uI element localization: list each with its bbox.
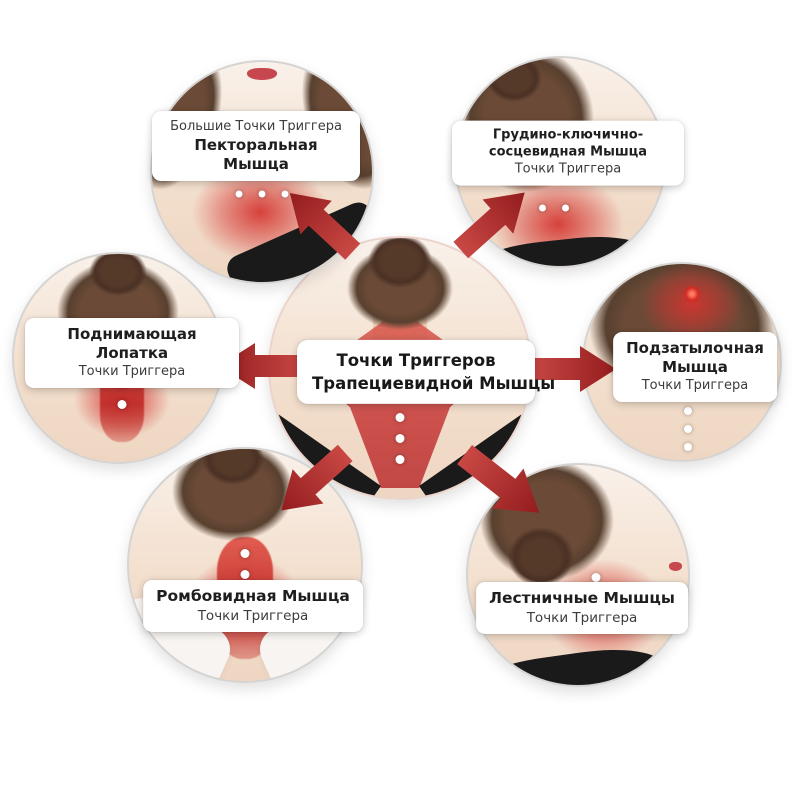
trigger-point-dots xyxy=(228,190,297,198)
hair-bun-shape xyxy=(89,254,147,296)
hair-bun-shape xyxy=(368,238,432,288)
scalene-circle xyxy=(466,463,690,687)
hair-bun-shape xyxy=(486,58,542,102)
levator-label: Поднимающая Лопатка Точки Триггера xyxy=(25,318,239,388)
center-title-line2: Трапециевидной Мышцы xyxy=(312,374,556,393)
suboccipital-label: Подзатылочная Мышца Точки Триггера xyxy=(613,332,777,402)
trigger-point-dots xyxy=(683,402,692,456)
rhomboid-label: Ромбовидная Мышца Точки Триггера xyxy=(143,579,363,633)
hair-bun-shape xyxy=(507,527,574,587)
scalene-muscle-name: Лестничные Мышцы xyxy=(489,588,675,607)
scalene-note: Точки Триггера xyxy=(526,609,638,626)
lips-shape xyxy=(669,561,682,571)
suboccipital-muscle-name: Подзатылочная Мышца xyxy=(626,339,764,377)
occiput-red-dot xyxy=(682,285,701,303)
sternocleidomastoid-muscle-name: Грудино-ключично-сосцевидная Мышца xyxy=(488,127,648,160)
lips-shape xyxy=(247,68,277,80)
sternocleidomastoid-note: Точки Триггера xyxy=(514,161,622,177)
scalene-label: Лестничные Мышцы Точки Триггера xyxy=(476,581,688,635)
rhomboid-illustration xyxy=(129,449,361,681)
suboccipital-note: Точки Триггера xyxy=(641,378,749,394)
pectoral-label: Большие Точки Триггера Пекторальная Мышц… xyxy=(152,111,360,181)
levator-muscle-name: Поднимающая Лопатка xyxy=(67,325,197,363)
levator-note: Точки Триггера xyxy=(78,364,186,380)
pectoral-note: Большие Точки Триггера xyxy=(170,119,342,135)
rhomboid-note: Точки Триггера xyxy=(197,607,309,624)
center-title-line1: Точки Триггеров xyxy=(336,350,496,370)
rhomboid-muscle-name: Ромбовидная Мышца xyxy=(156,586,350,605)
rhomboid-circle xyxy=(127,447,363,683)
pectoral-muscle-name: Пекторальная Мышца xyxy=(194,135,318,173)
trigger-point-dots xyxy=(531,204,577,212)
scalene-illustration xyxy=(468,465,688,685)
center-title: Точки Триггеров Трапециевидной Мышцы xyxy=(297,339,556,405)
sternocleidomastoid-label: Грудино-ключично-сосцевидная Мышца Точки… xyxy=(452,120,684,186)
